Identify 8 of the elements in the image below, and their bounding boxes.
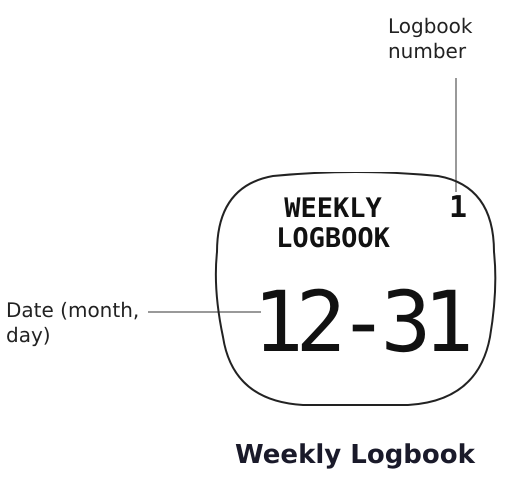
leader-line — [455, 78, 457, 192]
logbook-number-digit: 1 — [445, 192, 471, 224]
caption: Weekly Logbook — [234, 440, 476, 470]
leader-line — [148, 311, 261, 313]
callout-label: Date (month, day) — [6, 298, 144, 360]
callout-label: Logbook number — [388, 14, 520, 76]
lcd-screen — [213, 172, 498, 407]
display-text: WEEKLY LOGBOOK — [275, 194, 391, 254]
